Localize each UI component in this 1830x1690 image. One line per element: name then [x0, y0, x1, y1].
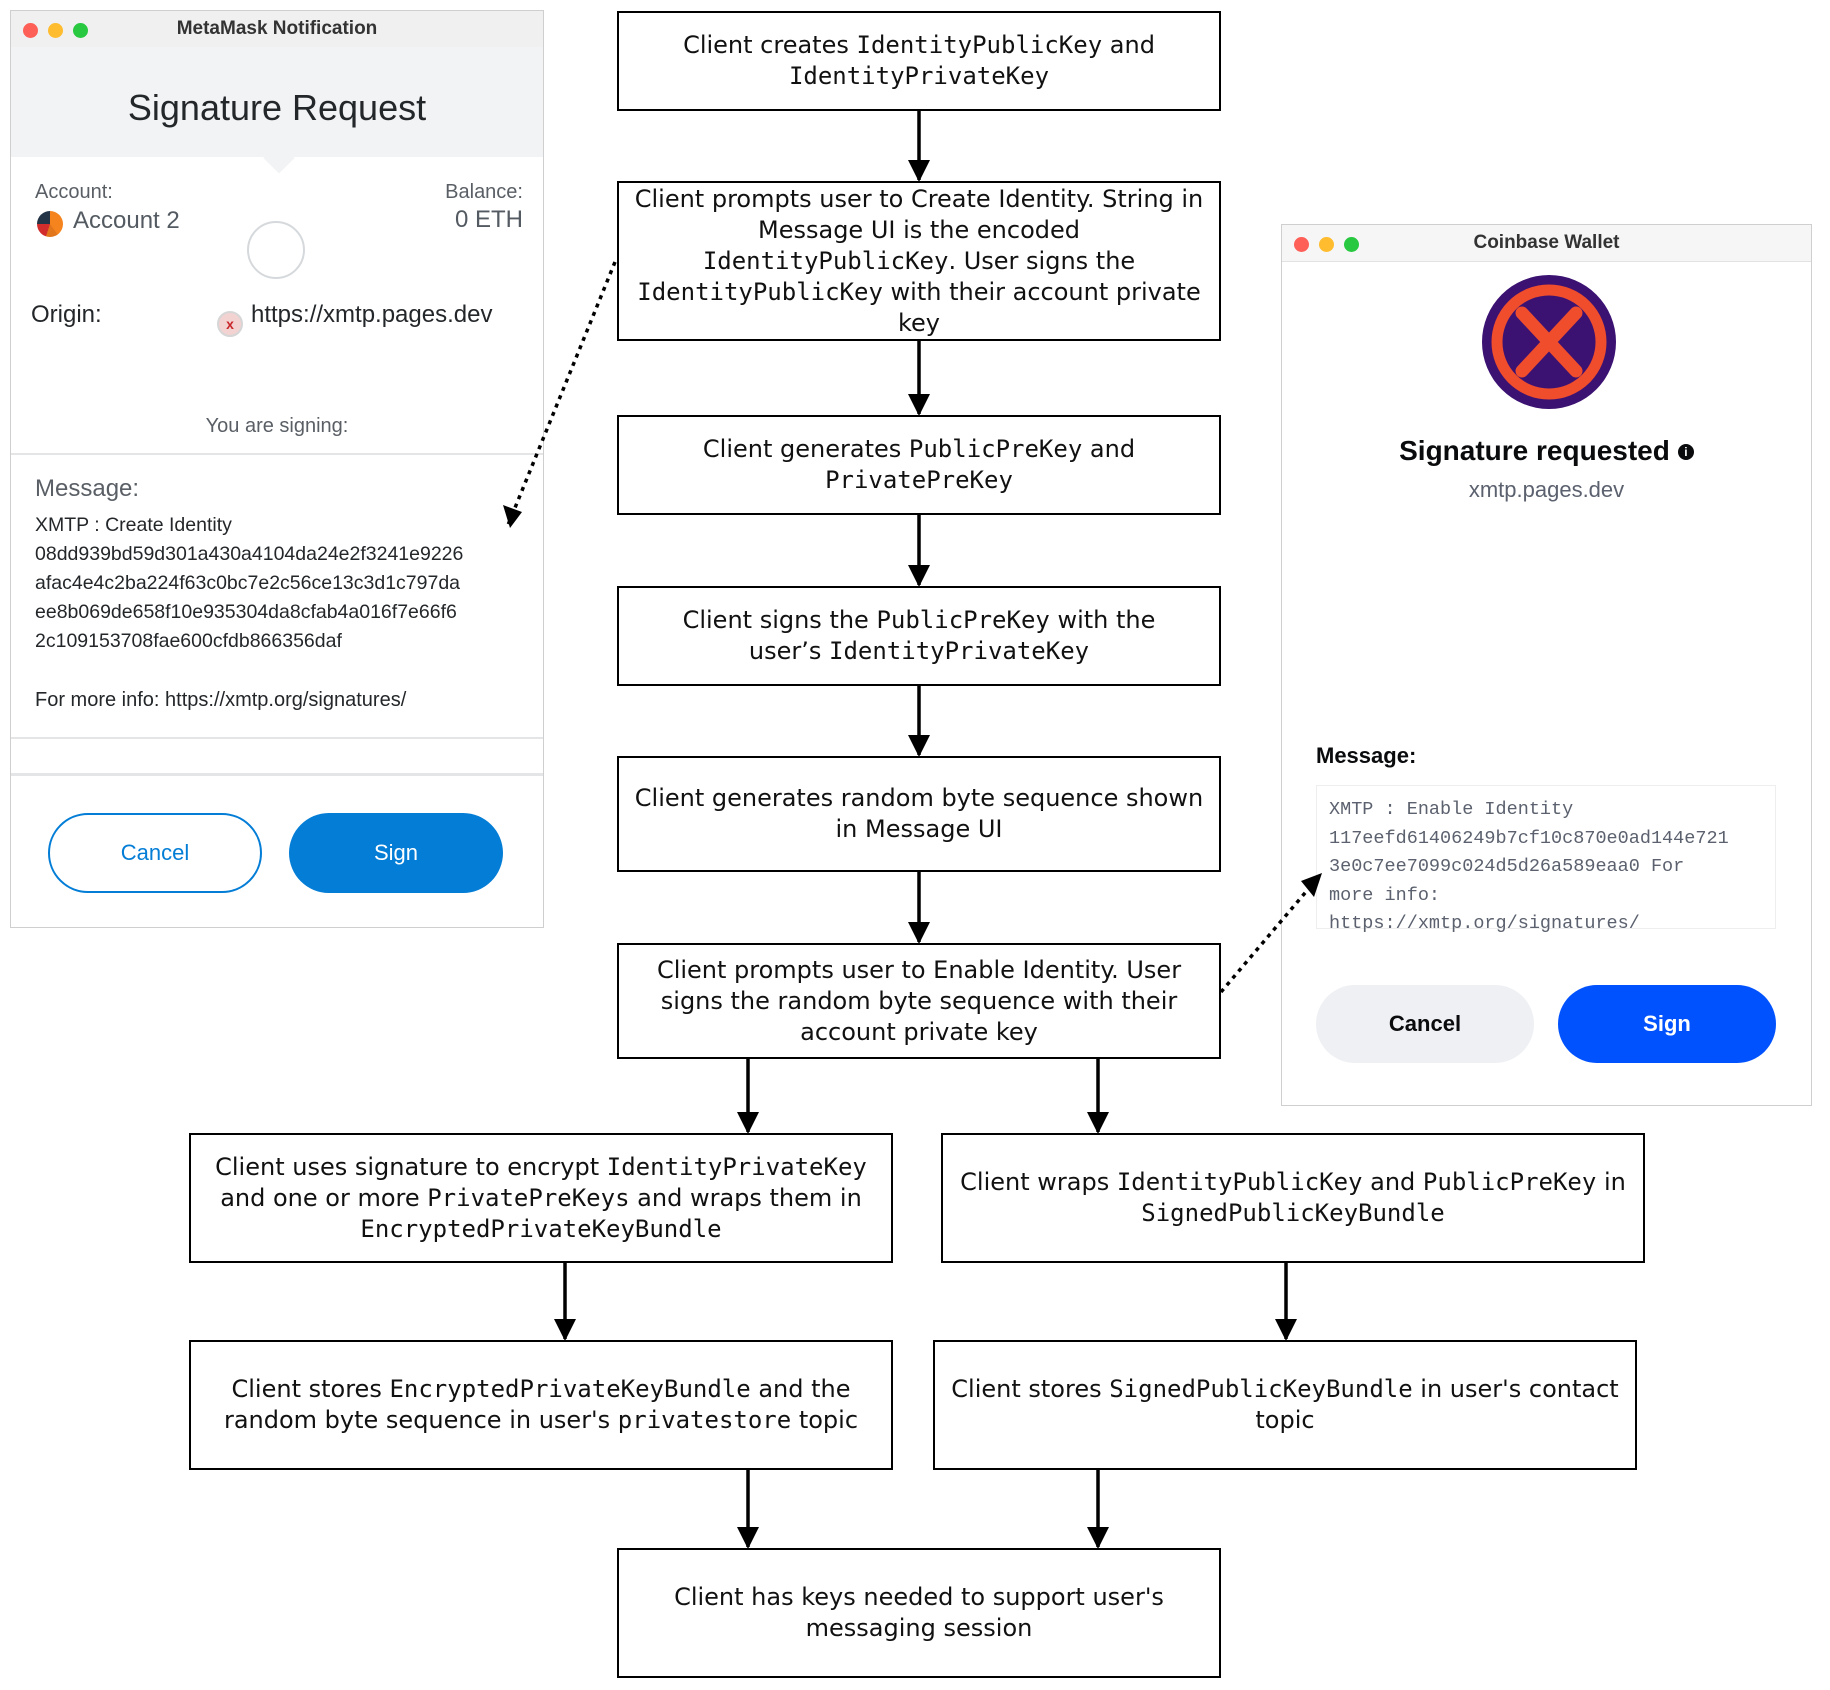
minimize-window-button[interactable] [48, 23, 63, 38]
step-wrap-public-bundle: Client wraps IdentityPublicKey and Publi… [941, 1133, 1645, 1263]
window-title: Coinbase Wallet [1473, 232, 1620, 253]
balance-label: Balance: [445, 181, 523, 203]
window-controls [1294, 237, 1359, 252]
message-body: XMTP : Enable Identity 117eefd61406249b7… [1316, 785, 1776, 934]
message-label: Message: [35, 475, 140, 502]
signature-requested-title: Signature requested i [1282, 435, 1811, 467]
divider [11, 737, 543, 739]
code-identifier: IdentityPublicKey [702, 246, 949, 275]
step-store-private-bundle: Client stores EncryptedPrivateKeyBundle … [189, 1340, 893, 1470]
dotted-arrow [1219, 878, 1318, 994]
identicon [247, 221, 305, 279]
step-store-public-bundle: Client stores SignedPublicKeyBundle in u… [933, 1340, 1637, 1470]
step-text: Client prompts user to Create Identity. … [634, 184, 1204, 337]
code-identifier: PublicPreKey [908, 435, 1083, 463]
window-controls [23, 23, 88, 38]
balance-value: 0 ETH [454, 206, 523, 233]
step-text: Client has keys needed to support user's… [674, 1583, 1164, 1642]
origin-url: https://xmtp.pages.dev [251, 301, 493, 328]
code-identifier: IdentityPrivateKey [829, 637, 1090, 665]
step-encrypt-private-bundle: Client uses signature to encrypt Identit… [189, 1133, 893, 1263]
info-icon[interactable]: i [1677, 444, 1694, 460]
step-text: Client generates PublicPreKey and Privat… [702, 435, 1136, 494]
arrow-head [1301, 873, 1322, 897]
dotted-arrow [506, 261, 617, 526]
xmtp-logo-icon [1482, 275, 1616, 409]
step-generate-random-bytes: Client generates random byte sequence sh… [617, 756, 1221, 872]
code-identifier: EncryptedPrivateKeyBundle [389, 1375, 751, 1403]
origin-label: Origin: [31, 301, 102, 328]
code-identifier: IdentityPrivateKey [788, 62, 1050, 90]
message-line: 2c109153708fae600cfdb866356daf [35, 630, 342, 652]
signing-label: You are signing: [205, 415, 349, 437]
code-identifier: SignedPublicKeyBundle [1141, 1199, 1445, 1227]
code-identifier: IdentityPrivateKey [606, 1152, 867, 1181]
zoom-window-button[interactable] [73, 23, 88, 38]
close-window-button[interactable] [1294, 237, 1309, 252]
sign-button[interactable]: Sign [1558, 985, 1776, 1063]
code-identifier: PrivatePreKey [825, 466, 1013, 494]
coinbase-window: Coinbase Wallet Signature requested i xmt… [1281, 224, 1812, 1106]
step-sign-prekey: Client signs the PublicPreKey with the u… [617, 586, 1221, 686]
message-label: Message: [1316, 743, 1417, 768]
signature-request-header: Signature Request [11, 47, 543, 157]
step-text: Client creates IdentityPublicKey and Ide… [683, 31, 1155, 90]
step-text: Client wraps IdentityPublicKey and Publi… [960, 1168, 1626, 1227]
site-favicon-icon: x [217, 311, 243, 337]
step-text: Client stores SignedPublicKeyBundle in u… [951, 1375, 1619, 1434]
step-text: Client generates random byte sequence sh… [634, 784, 1204, 843]
close-window-button[interactable] [23, 23, 38, 38]
code-identifier: PrivatePreKeys [427, 1183, 630, 1212]
cancel-button[interactable]: Cancel [48, 813, 262, 893]
coinbase-titlebar: Coinbase Wallet [1282, 225, 1811, 262]
step-text: Client uses signature to encrypt Identit… [215, 1152, 867, 1243]
sign-button[interactable]: Sign [289, 813, 503, 893]
cancel-button[interactable]: Cancel [1316, 985, 1534, 1063]
step-text: Client stores EncryptedPrivateKeyBundle … [223, 1375, 859, 1434]
divider [11, 773, 543, 776]
step-prompt-enable-identity: Client prompts user to Enable Identity. … [617, 943, 1221, 1059]
message-line: XMTP : Create Identity [35, 514, 232, 536]
step-create-identity-keys: Client creates IdentityPublicKey and Ide… [617, 11, 1221, 111]
code-identifier: IdentityPublicKey [856, 31, 1103, 59]
step-prompt-create-identity: Client prompts user to Create Identity. … [617, 181, 1221, 341]
minimize-window-button[interactable] [1319, 237, 1334, 252]
message-body: XMTP : Create Identity 08dd939bd59d301a4… [35, 511, 525, 656]
title-text: Signature requested [1399, 435, 1670, 466]
code-identifier: PublicPreKey [1422, 1168, 1597, 1196]
step-generate-prekeys: Client generates PublicPreKey and Privat… [617, 415, 1221, 515]
code-identifier: IdentityPublicKey [1116, 1168, 1363, 1196]
message-line: ee8b069de658f10e935304da8cfab4a016f7e66f… [35, 601, 457, 623]
account-avatar-icon [37, 211, 63, 237]
arrow-head [503, 505, 522, 528]
code-identifier: EncryptedPrivateKeyBundle [360, 1214, 722, 1243]
metamask-titlebar: MetaMask Notification [11, 11, 543, 47]
message-line: afac4e4c2ba224f63c0bc7e2c56ce13c3d1c797d… [35, 572, 461, 594]
window-title: MetaMask Notification [176, 18, 378, 39]
message-line: 08dd939bd59d301a430a4104da24e2f3241e9226 [35, 543, 464, 565]
metamask-window: MetaMask Notification Signature Request … [10, 10, 544, 928]
divider [11, 453, 543, 455]
site-domain: xmtp.pages.dev [1468, 477, 1625, 502]
code-identifier: SignedPublicKeyBundle [1109, 1375, 1413, 1403]
page-title: Signature Request [127, 87, 427, 128]
zoom-window-button[interactable] [1344, 237, 1359, 252]
step-text: Client prompts user to Enable Identity. … [656, 955, 1182, 1046]
more-info-text: For more info: https://xmtp.org/signatur… [35, 689, 407, 711]
step-text: Client signs the PublicPreKey with the u… [682, 606, 1156, 665]
account-label: Account: [35, 181, 113, 203]
code-identifier: PublicPreKey [876, 606, 1050, 634]
code-identifier: IdentityPublicKey [637, 277, 883, 306]
code-identifier: privatestore [617, 1406, 792, 1434]
account-name: Account 2 [73, 207, 180, 234]
step-session-ready: Client has keys needed to support user's… [617, 1548, 1221, 1678]
